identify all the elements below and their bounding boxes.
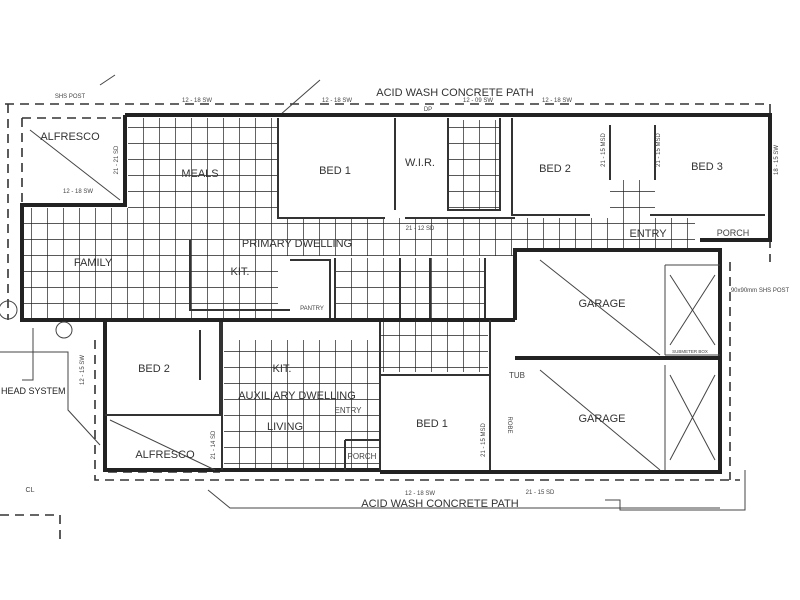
plan-labels: ACID WASH CONCRETE PATH ACID WASH CONCRE… [1, 87, 790, 510]
primary-dwelling-label: PRIMARY DWELLING [242, 238, 352, 250]
hws-symbol [55, 321, 73, 339]
room-robe: ROBE [506, 416, 512, 433]
room-entry-aux: ENTRY [335, 406, 363, 415]
room-garage-primary: GARAGE [578, 298, 625, 310]
room-alfresco-aux: ALFRESCO [135, 449, 195, 461]
dim-6: 21 - 21 SD [114, 145, 120, 174]
room-bed1-aux: BED 1 [416, 418, 448, 430]
note-shs-post-top: SHS POST [55, 94, 86, 100]
dim-12: 21 - 15 MSD [601, 132, 607, 166]
note-shs-post-right: 90x90mm SHS POST [731, 288, 790, 294]
room-meals: MEALS [181, 168, 218, 180]
room-porch-primary: PORCH [717, 228, 750, 238]
room-pantry: PANTRY [300, 306, 324, 312]
room-tub: TUB [509, 371, 525, 380]
dim-14: 21 - 15 MSD [481, 422, 487, 456]
dim-5: 12 - 18 SW [63, 189, 93, 195]
dim-3: 12 - 09 SW [463, 98, 493, 104]
dim-9: 21 - 14 SD [211, 430, 217, 459]
auxiliary-dwelling-label: AUXILIARY DWELLING [238, 390, 356, 402]
room-garage-aux: GARAGE [578, 413, 625, 425]
room-entry-primary: ENTRY [629, 228, 667, 240]
room-bed2-aux: BED 2 [138, 363, 170, 375]
tiled-floors [24, 118, 695, 470]
room-bed2-primary: BED 2 [539, 163, 571, 175]
dim-8: 12 - 15 SW [80, 355, 86, 385]
room-alfresco-primary: ALFRESCO [40, 131, 100, 143]
meter-symbol [0, 300, 18, 320]
room-kit-aux: KIT. [273, 363, 292, 375]
room-bed1-primary: BED 1 [319, 165, 351, 177]
room-living-aux: LIVING [267, 421, 303, 433]
note-submeter-box: SUBMETER BOX [672, 349, 708, 354]
dim-10: 12 - 18 SW [405, 491, 435, 497]
note-head-system: HEAD SYSTEM [1, 386, 66, 396]
dim-1: 12 - 18 SW [182, 98, 212, 104]
path-top-label: ACID WASH CONCRETE PATH [376, 87, 534, 99]
room-bed3-primary: BED 3 [691, 161, 723, 173]
dim-11: 21 - 15 SD [526, 490, 555, 496]
dim-4: 12 - 18 SW [542, 98, 572, 104]
dim-13: 21 - 15 MSD [656, 132, 662, 166]
note-cl: CL [26, 487, 35, 494]
room-porch-aux: PORCH [348, 452, 377, 461]
dim-2: 12 - 18 SW [322, 98, 352, 104]
walls [20, 113, 772, 474]
dim-15: 21 - 12 SD [406, 226, 435, 232]
note-dp: DP [424, 107, 432, 113]
dim-7: 18 - 15 SW [774, 145, 780, 175]
room-wir: W.I.R. [405, 157, 435, 169]
room-kit-primary: KIT. [231, 266, 250, 278]
path-bottom-label: ACID WASH CONCRETE PATH [361, 498, 519, 510]
room-family: FAMILY [74, 257, 113, 269]
